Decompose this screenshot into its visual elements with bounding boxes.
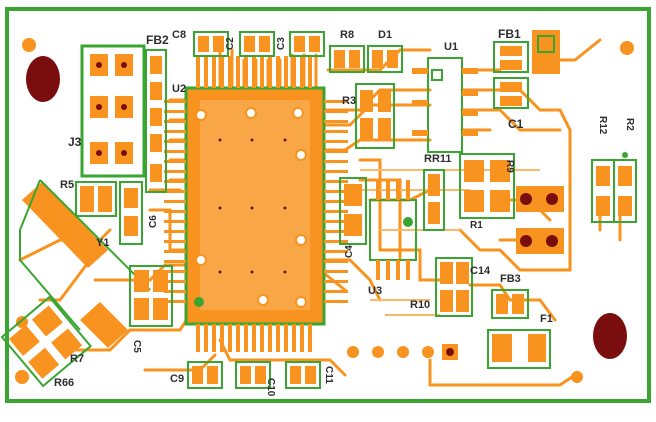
label-c3: C3	[276, 37, 287, 50]
resistor-r12	[591, 159, 615, 223]
label-fb1: FB1	[498, 27, 521, 41]
corner-pad	[16, 316, 28, 328]
label-r3: R3	[342, 95, 356, 107]
capacitor-c8	[193, 31, 229, 57]
label-c5: C5	[131, 340, 142, 353]
component-fb2	[145, 49, 167, 193]
resistor-r1	[459, 153, 515, 219]
resistor-rr11	[423, 169, 445, 231]
label-c1: C1	[508, 117, 524, 131]
capacitor-c10	[235, 361, 271, 389]
label-r1: R1	[470, 220, 483, 231]
label-u2: U2	[172, 83, 186, 95]
chip-u2	[164, 56, 348, 352]
resistor-r2	[613, 152, 637, 223]
capacitor-c11	[285, 361, 321, 389]
label-r5: R5	[60, 179, 74, 191]
fuse-f1	[487, 329, 551, 369]
label-c8: C8	[172, 29, 186, 41]
capacitor-c2	[239, 31, 275, 57]
capacitor-c3	[289, 31, 325, 57]
label-r12: R12	[597, 116, 608, 135]
label-r8: R8	[340, 29, 354, 41]
capacitor-c9	[187, 361, 223, 389]
corner-pad	[22, 38, 36, 52]
label-j3: J3	[68, 135, 82, 149]
mounting-hole-bottom-right	[593, 313, 627, 359]
label-r9: R9	[504, 160, 515, 173]
label-f1: F1	[540, 313, 553, 325]
header-pins-right	[516, 186, 564, 254]
capacitor-c4	[339, 177, 367, 245]
component-fb3	[491, 289, 529, 319]
board-outline	[5, 7, 651, 403]
mounting-hole-top-left	[26, 56, 60, 102]
label-c4: C4	[344, 245, 355, 258]
resistor-r8	[329, 45, 365, 73]
capacitor-c5	[129, 265, 173, 327]
label-r7: R7	[70, 353, 84, 365]
bottom-header	[347, 344, 458, 360]
label-c6: C6	[148, 215, 159, 228]
component-fb1	[493, 41, 529, 73]
label-y1: Y1	[96, 237, 109, 249]
crystal-y1	[19, 179, 151, 348]
label-c10: C10	[265, 378, 276, 397]
capacitor-c6	[119, 181, 143, 245]
label-u3: U3	[368, 285, 382, 297]
corner-pad	[620, 41, 634, 55]
resistor-r7-r66	[0, 295, 93, 388]
label-c14: C14	[470, 265, 491, 277]
resistor-r3	[355, 83, 395, 149]
connector-j3	[80, 44, 146, 178]
label-r2: R2	[624, 118, 635, 131]
label-fb2: FB2	[146, 33, 169, 47]
silkscreen-labels: FB2 C8 C2 C3 R8 D1 U1 FB1 U2 J3 R3 C1 R5…	[54, 27, 635, 397]
label-c2: C2	[225, 37, 236, 50]
label-r66: R66	[54, 377, 74, 389]
power-pad	[532, 30, 560, 74]
label-rr11: RR11	[424, 153, 452, 165]
corner-pad	[15, 370, 29, 384]
chip-u3	[369, 180, 417, 280]
chip-u1	[412, 57, 478, 153]
capacitor-c1	[493, 77, 529, 109]
label-fb3: FB3	[500, 273, 521, 285]
label-r10: R10	[410, 299, 430, 311]
label-c11: C11	[323, 366, 334, 384]
capacitor-c14	[435, 257, 473, 317]
diode-d1	[367, 45, 403, 73]
label-u1: U1	[444, 41, 458, 53]
label-d1: D1	[378, 29, 392, 41]
resistor-r5	[75, 181, 117, 217]
label-c9: C9	[170, 373, 184, 385]
